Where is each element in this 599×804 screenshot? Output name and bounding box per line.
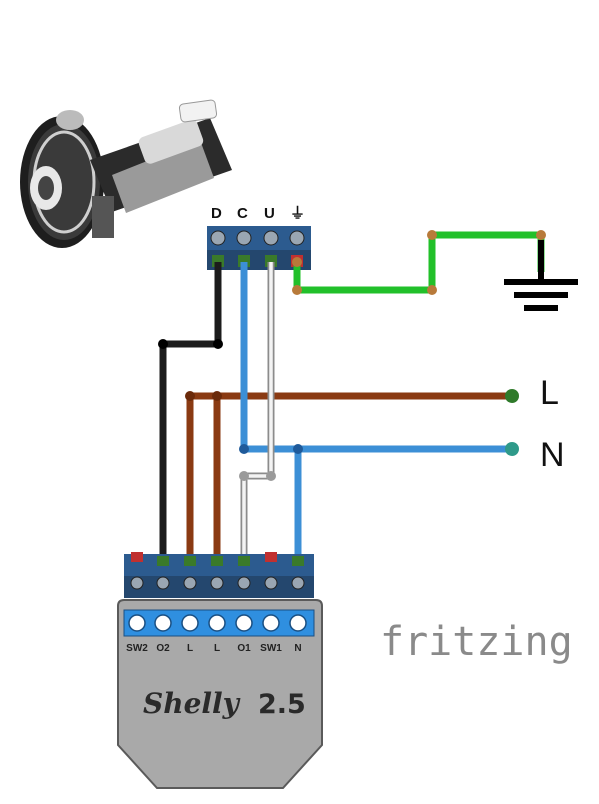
motor-terminal-d-label: D bbox=[211, 205, 222, 222]
motor-terminal-u-label: U bbox=[264, 205, 275, 222]
device-terminal-block bbox=[124, 552, 314, 598]
motor-terminal-block bbox=[207, 226, 311, 270]
device-brand: Shelly bbox=[143, 687, 241, 720]
tubular-motor-icon bbox=[20, 99, 232, 248]
mains-neutral-label: N bbox=[540, 436, 565, 474]
wire-up-white bbox=[240, 262, 275, 565]
wire-up-white-core bbox=[242, 262, 273, 565]
wire-joints bbox=[158, 339, 519, 481]
device-terminal-l1-label: L bbox=[187, 643, 193, 654]
wire-line-brown-a bbox=[186, 392, 512, 565]
ground-icon bbox=[504, 240, 578, 311]
wire-down-black bbox=[159, 262, 222, 565]
device-screw-holes bbox=[128, 614, 307, 632]
device-terminal-sw2-label: SW2 bbox=[126, 643, 148, 654]
device-terminal-sw1-label: SW1 bbox=[260, 643, 282, 654]
mains-line-label: L bbox=[540, 374, 559, 412]
device-body bbox=[117, 599, 323, 789]
earth-wire-joints bbox=[292, 230, 546, 295]
device-terminal-o2-label: O2 bbox=[156, 643, 170, 654]
device-terminal-o1-label: O1 bbox=[237, 643, 251, 654]
fritzing-logo: fritzing bbox=[380, 619, 573, 665]
device-terminal-n-label: N bbox=[294, 643, 301, 654]
motor-terminal-earth-label: ⏚ bbox=[290, 205, 305, 222]
motor-terminal-c-label: C bbox=[237, 205, 248, 222]
device-terminal-l2-label: L bbox=[214, 643, 220, 654]
device-model: 2.5 bbox=[258, 689, 306, 720]
